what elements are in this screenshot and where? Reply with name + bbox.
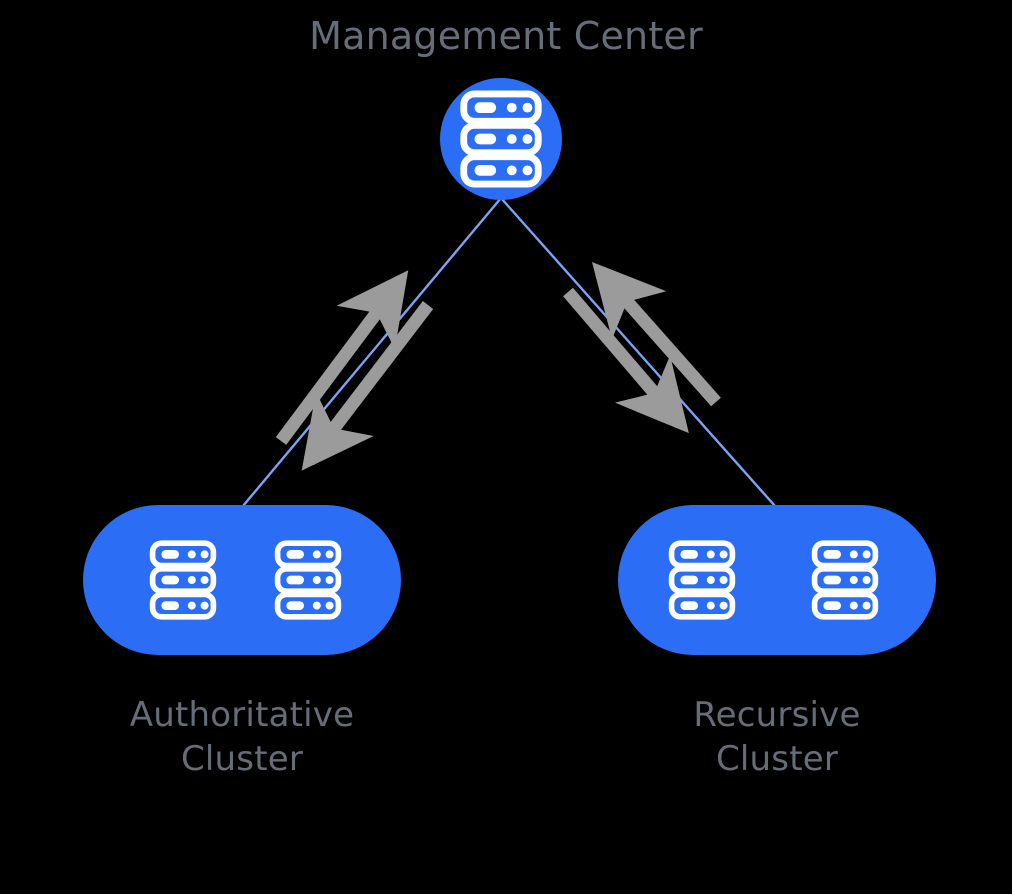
left-cluster-to-center-arrow [275,270,409,445]
recursive-cluster-label-line1: Recursive [693,695,861,735]
recursive-cluster-pill[interactable] [618,505,936,655]
recursive-cluster-label-line2: Cluster [715,738,839,779]
right-cluster-to-center-arrow [591,261,721,407]
right-arrow-pair [563,261,721,434]
center-to-right-cluster-arrow [563,287,689,434]
center-to-left-cluster-line [241,196,503,508]
management-center-node[interactable] [440,78,562,200]
authoritative-cluster-label: Authoritative Cluster [81,694,403,781]
recursive-cluster-label: Recursive Cluster [616,694,938,781]
connector-lines-group [241,196,777,508]
authoritative-cluster-node[interactable] [83,505,401,655]
authoritative-cluster-label-line2: Cluster [180,738,304,779]
recursive-cluster-node[interactable] [618,505,936,655]
center-to-left-cluster-arrow [301,301,434,471]
page-title: Management Center [309,14,703,58]
left-arrow-pair [275,270,434,471]
authoritative-cluster-pill[interactable] [83,505,401,655]
authoritative-cluster-label-line1: Authoritative [129,695,355,735]
center-to-right-cluster-line [499,196,777,508]
